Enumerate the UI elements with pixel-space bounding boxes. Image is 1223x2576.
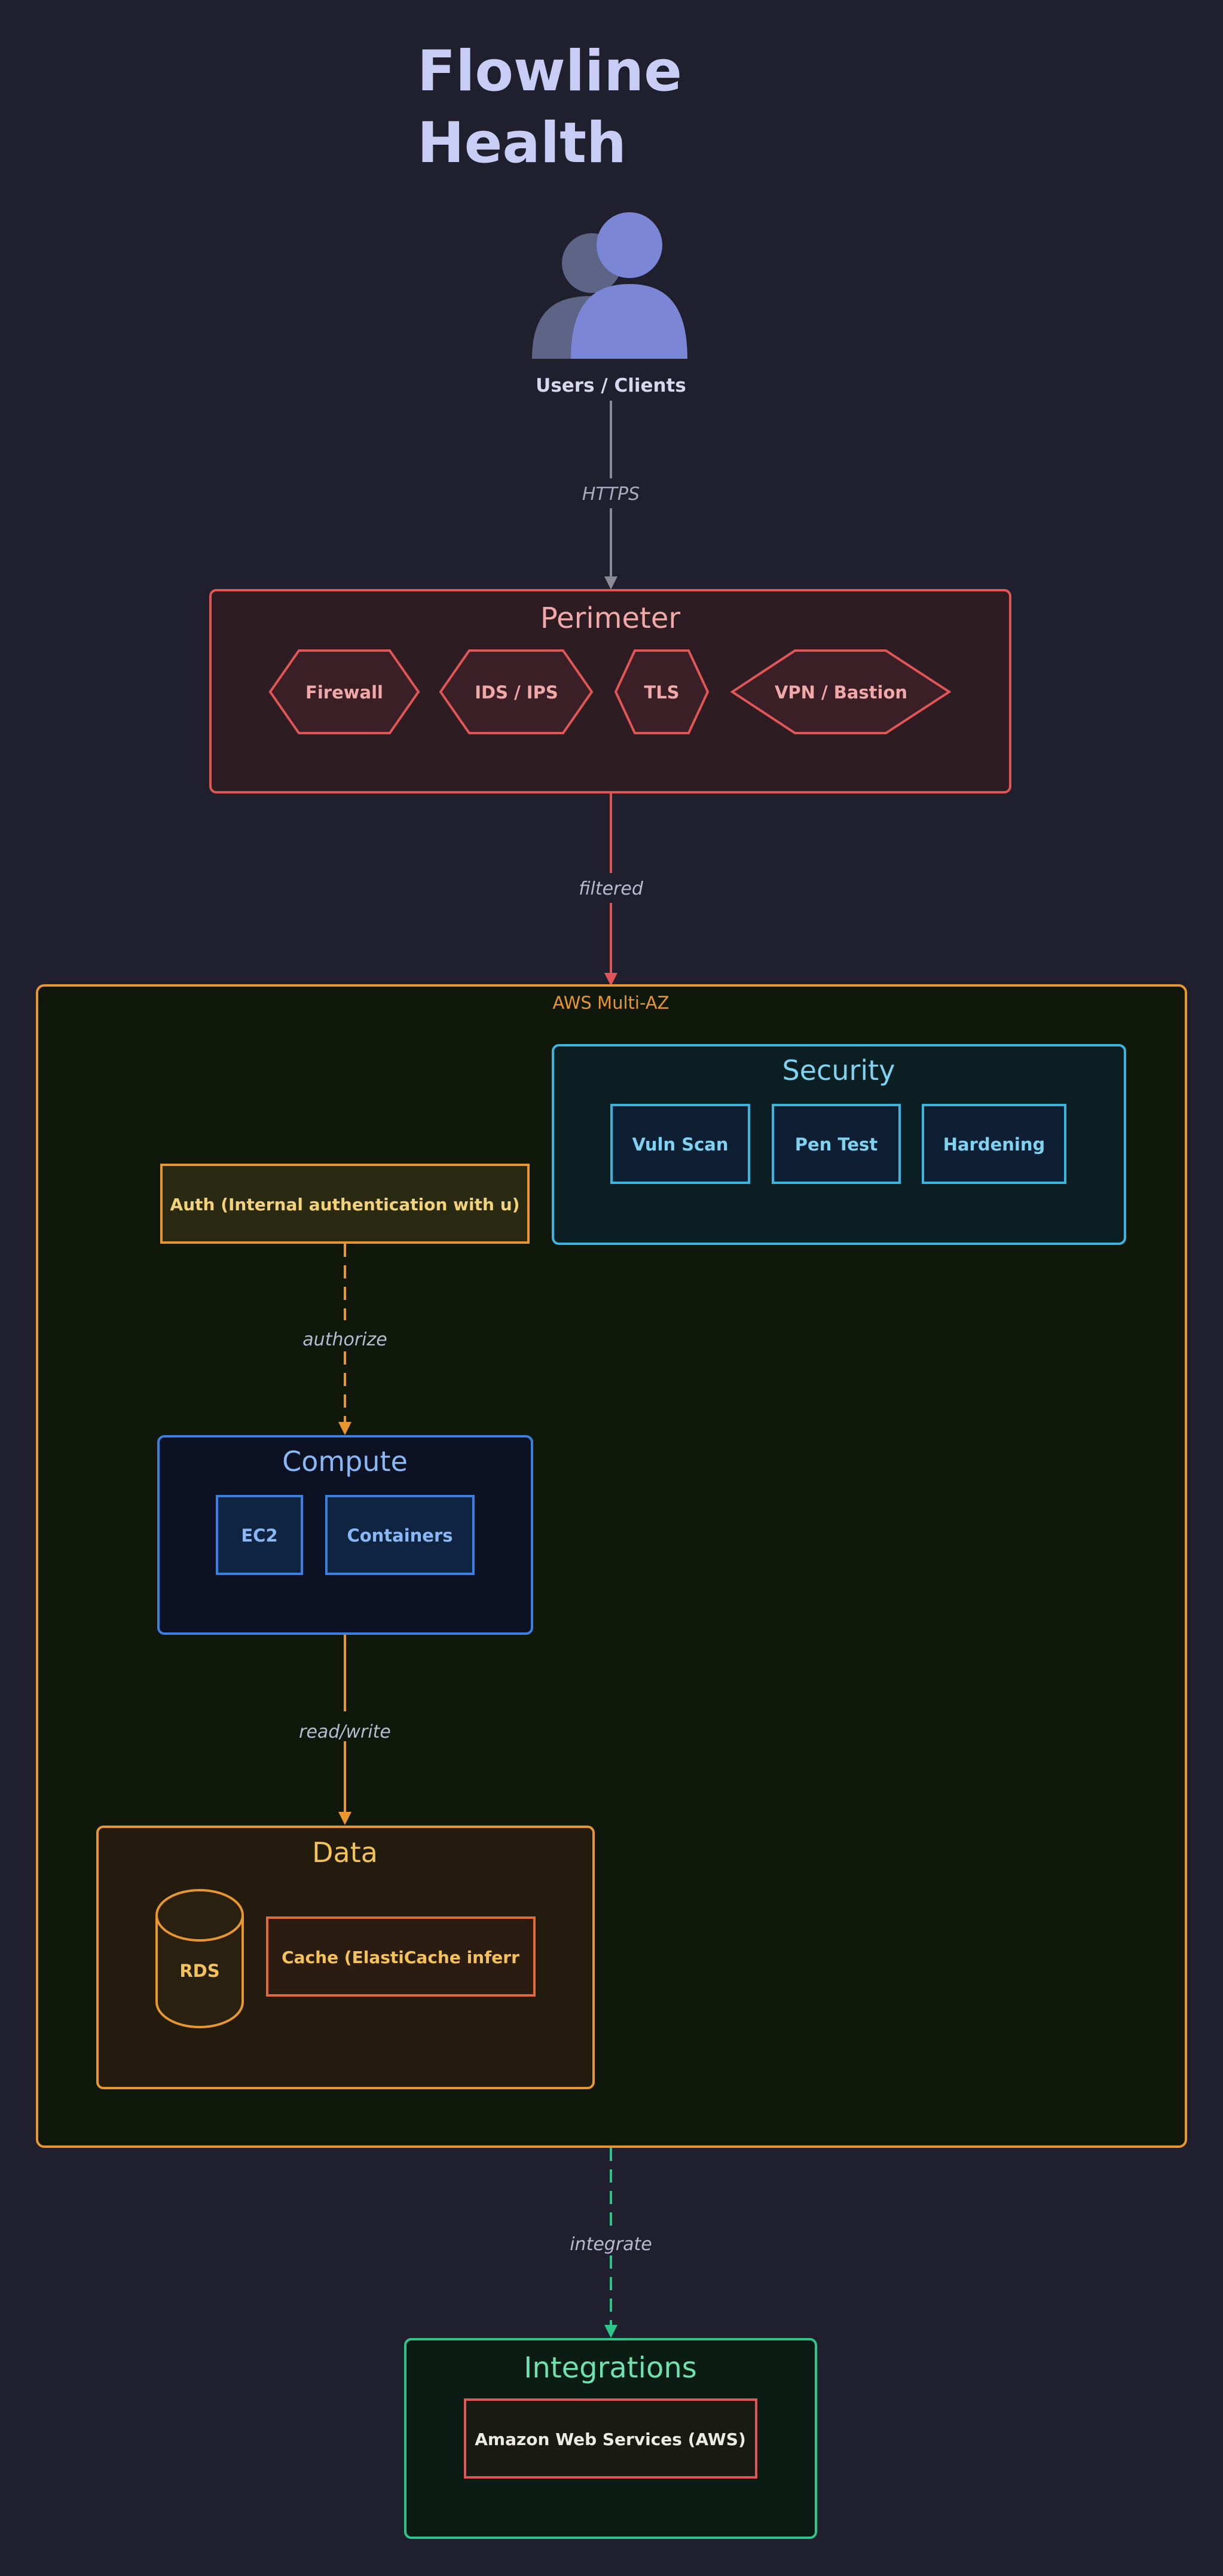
compute-group: Compute EC2 Containers — [157, 1435, 533, 1635]
compute-item-ec2: EC2 — [216, 1495, 303, 1575]
security-item-hardening: Hardening — [922, 1104, 1066, 1184]
users-group-icon — [532, 212, 687, 359]
integration-item-aws: Amazon Web Services (AWS) — [464, 2398, 757, 2479]
cache-node: Cache (ElastiCache inferr — [266, 1916, 536, 1997]
aws-label: AWS Multi-AZ — [553, 993, 669, 1013]
security-item-label: Vuln Scan — [632, 1134, 728, 1155]
data-title: Data — [312, 1836, 378, 1869]
compute-item-containers: Containers — [325, 1495, 475, 1575]
edge-label-read-write: read/write — [299, 1722, 391, 1742]
edge-read-write: read/write — [299, 1635, 391, 1825]
edge-label-https: HTTPS — [582, 484, 640, 505]
security-group: Security Vuln Scan Pen Test Hardening — [552, 1044, 1126, 1245]
integrations-title: Integrations — [524, 2351, 697, 2385]
edge-integrate: integrate — [570, 2148, 652, 2338]
edge-label-authorize: authorize — [302, 1329, 387, 1350]
security-item-label: Hardening — [943, 1134, 1045, 1155]
perimeter-item-vpn-bastion: VPN / Bastion — [730, 649, 952, 734]
security-item-pen-test: Pen Test — [772, 1104, 901, 1184]
perimeter-title: Perimeter — [540, 602, 680, 635]
perimeter-item-label: TLS — [644, 682, 679, 703]
compute-item-label: Containers — [347, 1525, 452, 1546]
integrations-group: Integrations Amazon Web Services (AWS) — [404, 2338, 817, 2539]
title-line-1: Flowline — [417, 39, 682, 104]
database-cylinder-icon — [155, 1889, 244, 2028]
compute-title: Compute — [282, 1445, 408, 1478]
db-label: RDS — [179, 1961, 219, 1981]
diagram-title: Flowline Health — [417, 36, 776, 179]
auth-node: Auth (Internal authentication with u) — [160, 1164, 530, 1244]
perimeter-item-label: VPN / Bastion — [775, 682, 907, 703]
security-item-vuln-scan: Vuln Scan — [610, 1104, 750, 1184]
edge-authorize: authorize — [302, 1244, 387, 1435]
edge-filtered: filtered — [579, 793, 644, 986]
users-label: Users / Clients — [536, 375, 686, 396]
perimeter-item-label: IDS / IPS — [475, 682, 558, 703]
perimeter-group: Perimeter Firewall IDS / IPS TLS VPN / B… — [209, 589, 1011, 793]
perimeter-item-ids-ips: IDS / IPS — [439, 649, 594, 734]
security-title: Security — [782, 1054, 895, 1086]
perimeter-item-firewall: Firewall — [268, 649, 420, 734]
data-group: Data RDS Cache (ElastiCache inferr — [96, 1826, 595, 2089]
edge-https: HTTPS — [582, 401, 640, 590]
edge-label-integrate: integrate — [570, 2234, 652, 2255]
perimeter-item-label: Firewall — [305, 682, 383, 703]
integration-item-label: Amazon Web Services (AWS) — [475, 2430, 746, 2449]
auth-label: Auth (Internal authentication with u) — [170, 1195, 520, 1214]
compute-item-label: EC2 — [241, 1525, 277, 1546]
security-item-label: Pen Test — [795, 1134, 878, 1155]
cache-label: Cache (ElastiCache inferr — [282, 1948, 519, 1967]
edge-label-filtered: filtered — [579, 878, 644, 899]
title-line-2: Health — [417, 111, 626, 176]
perimeter-item-tls: TLS — [614, 649, 710, 734]
